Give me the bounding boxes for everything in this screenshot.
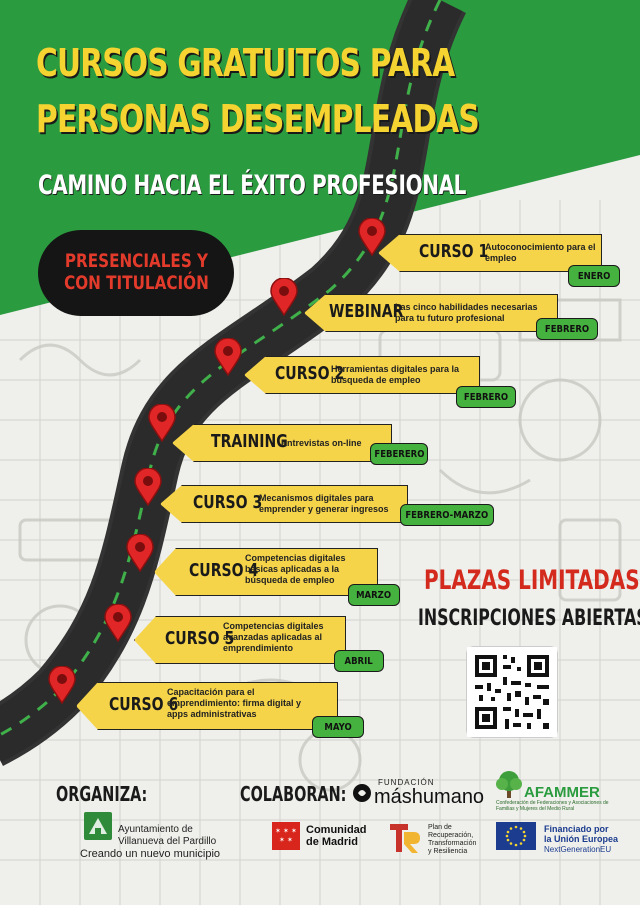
afammer-desc: Confederación de Federaciones y Asociaci… — [496, 800, 609, 812]
title-line-2: PERSONAS DESEMPLEADAS — [36, 97, 480, 141]
course-name: CURSO 1 — [419, 241, 489, 262]
fundacion-small: FUNDACIÓN — [378, 778, 435, 787]
course-name: CURSO 2 — [275, 363, 345, 384]
fundacion-name: máshumano — [374, 786, 485, 808]
ayuntamiento-logo-icon — [84, 812, 112, 840]
course-arrow: TRAINING Entrevistas on-line — [172, 424, 392, 462]
svg-text:✶: ✶ — [291, 827, 297, 835]
comunidad-madrid-flag-icon: ✶✶✶ ✶✶ — [272, 822, 300, 850]
course-arrow: CURSO 3 Mecanismos digitales para empren… — [160, 485, 408, 523]
month-badge: ENERO — [568, 265, 620, 287]
fundacion-logo-icon — [353, 784, 371, 802]
eu-text: Financiado por la Unión Europea NextGene… — [544, 824, 619, 854]
course-name: CURSO 5 — [165, 628, 235, 649]
course-arrow: WEBINAR Las cinco habilidades necesarias… — [304, 294, 558, 332]
month-badge: FEBRERO — [536, 318, 598, 340]
course-desc: Las cinco habilidades necesarias para tu… — [395, 302, 538, 323]
course-desc: Autoconocimiento para el empleo — [485, 242, 596, 263]
course-desc: Herramientas digitales para la búsqueda … — [331, 364, 460, 385]
ayuntamiento-name: Ayuntamiento de Villanueva del Pardillo — [118, 824, 217, 847]
afammer-name: AFAMMER — [524, 784, 600, 801]
title-line-1: CURSOS GRATUITOS PARA — [36, 41, 455, 85]
course-desc: Entrevistas on-line — [281, 438, 362, 448]
svg-text:✶: ✶ — [275, 827, 281, 835]
qr-code[interactable] — [466, 646, 558, 738]
svg-text:✶: ✶ — [283, 827, 289, 835]
map-pin-icon — [148, 404, 176, 442]
map-pin-icon — [134, 468, 162, 506]
map-pin-icon — [358, 218, 386, 256]
course-desc: Competencias digitales básicas aplicadas… — [245, 553, 346, 585]
map-pin-icon — [270, 278, 298, 316]
comunidad-madrid-name: Comunidad de Madrid — [306, 824, 367, 849]
month-badge: ABRIL — [334, 650, 384, 672]
map-pin-icon — [48, 666, 76, 704]
course-arrow: CURSO 4 Competencias digitales básicas a… — [154, 548, 378, 596]
course-desc: Capacitación para el emprendimiento: fir… — [167, 687, 302, 719]
afammer-tree-icon — [496, 771, 522, 798]
svg-text:✶: ✶ — [287, 836, 293, 844]
month-badge: MAYO — [312, 716, 364, 738]
badge-line-2: CON TITULACIÓN — [63, 272, 209, 294]
course-arrow: CURSO 6 Capacitación para el emprendimie… — [76, 682, 338, 730]
map-pin-icon — [214, 338, 242, 376]
course-desc: Mecanismos digitales para emprender y ge… — [259, 493, 389, 514]
inscripciones-abiertas: INSCRIPCIONES ABIERTAS — [418, 606, 640, 631]
ayuntamiento-slogan: Creando un nuevo municipio — [80, 848, 221, 860]
presencial-badge: PRESENCIALES Y CON TITULACIÓN — [38, 230, 234, 316]
course-arrow: CURSO 1 Autoconocimiento para el empleo — [378, 234, 602, 272]
plazas-limitadas: PLAZAS LIMITADAS — [424, 565, 640, 596]
course-name: CURSO 3 — [193, 492, 263, 513]
plan-recuperacion-logo-icon — [390, 824, 420, 853]
badge-line-1: PRESENCIALES Y — [64, 250, 208, 273]
svg-text:✶: ✶ — [279, 836, 285, 844]
plan-recuperacion-text: Plan de Recuperación, Transformación y R… — [428, 824, 477, 856]
course-arrow: CURSO 5 Competencias digitales avanzadas… — [134, 616, 346, 664]
course-name: CURSO 4 — [189, 560, 259, 581]
organiza-label: ORGANIZA: — [56, 782, 148, 806]
course-name: WEBINAR — [329, 301, 404, 322]
colaboran-label: COLABORAN: — [240, 782, 347, 806]
course-name: CURSO 6 — [109, 694, 179, 715]
course-name: TRAINING — [211, 431, 288, 452]
eu-flag-icon — [496, 822, 536, 850]
month-badge: FEBERERO — [370, 443, 428, 465]
map-pin-icon — [104, 604, 132, 642]
month-badge: FEBRERO — [456, 386, 516, 408]
month-badge: MARZO — [348, 584, 400, 606]
course-desc: Competencias digitales avanzadas aplicad… — [223, 621, 324, 653]
map-pin-icon — [126, 534, 154, 572]
month-badge: FEBRERO-MARZO — [400, 504, 494, 526]
course-arrow: CURSO 2 Herramientas digitales para la b… — [244, 356, 480, 394]
subtitle: CAMINO HACIA EL ÉXITO PROFESIONAL — [38, 170, 467, 201]
qr-code-icon — [467, 647, 557, 737]
